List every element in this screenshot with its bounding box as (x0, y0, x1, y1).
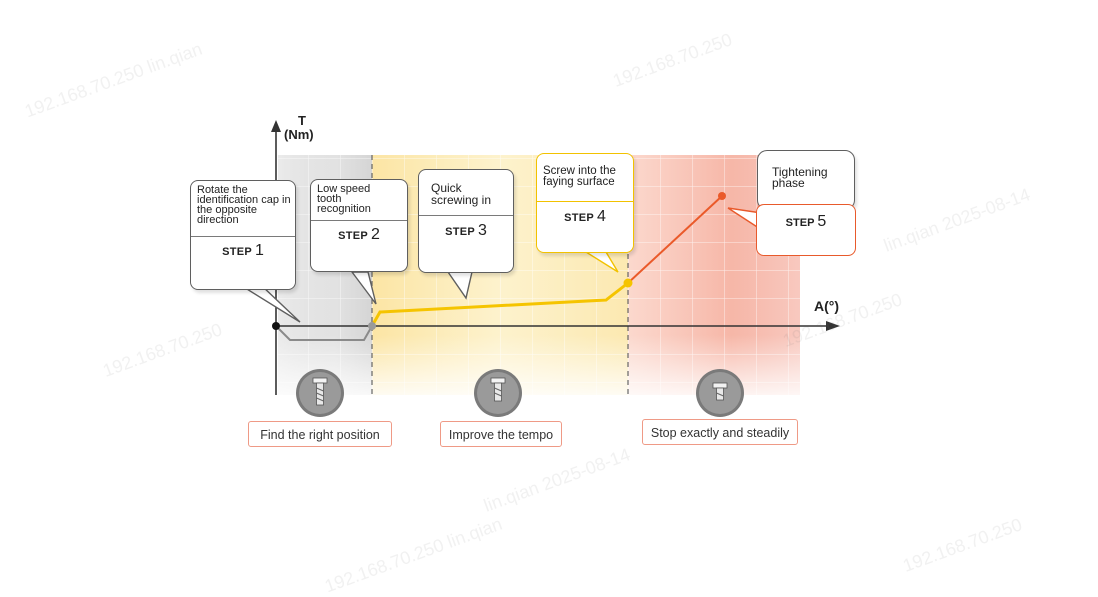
step-2-word: STEP (338, 230, 369, 242)
step-4-number: 4 (597, 208, 606, 225)
step-1-bubble: Rotate the identification cap in the opp… (190, 180, 296, 290)
curve-step-5 (627, 195, 723, 284)
step-3-number: 3 (478, 222, 487, 239)
step-1-description: Rotate the identification cap in the opp… (197, 184, 291, 226)
y-axis-unit: (Nm) (284, 127, 314, 142)
phase-label-improve-tempo: Improve the tempo (440, 421, 562, 447)
step-5-word: STEP (785, 217, 815, 229)
step-3-word: STEP (445, 226, 476, 238)
bubble-2-tail (350, 271, 377, 305)
step-2-description: Low speed tooth recognition (317, 183, 371, 215)
step-5-description: Tightening phase (772, 165, 828, 190)
screw-icon (474, 369, 522, 417)
phase-label-stop-steadily: Stop exactly and steadily (642, 419, 798, 445)
step-3-description: Quick screwing in (431, 181, 492, 207)
point-step-4 (623, 278, 633, 288)
step-4-description: Screw into the faying surface (543, 165, 616, 188)
step-1-word: STEP (222, 246, 253, 258)
y-axis-title: T (298, 113, 306, 128)
phase-label-find-position: Find the right position (248, 421, 392, 447)
screw-icon (296, 369, 344, 417)
curve-step-1 (275, 325, 373, 341)
y-axis-arrow (271, 120, 281, 132)
step-2-number: 2 (371, 226, 380, 243)
step-5-number: 5 (817, 213, 827, 230)
point-step-2 (368, 322, 376, 330)
start-point (272, 322, 280, 330)
tightening-process-diagram (239, 120, 840, 417)
step-1-number: 1 (255, 242, 264, 259)
x-axis-arrow (826, 321, 840, 331)
x-axis-title: A(°) (814, 298, 840, 314)
curve-step-2-3-4 (370, 281, 629, 327)
screw-icon (696, 369, 744, 417)
point-step-5 (718, 192, 726, 200)
step-5-bubble: Tightening phase (757, 150, 855, 210)
step-4-word: STEP (564, 212, 595, 224)
